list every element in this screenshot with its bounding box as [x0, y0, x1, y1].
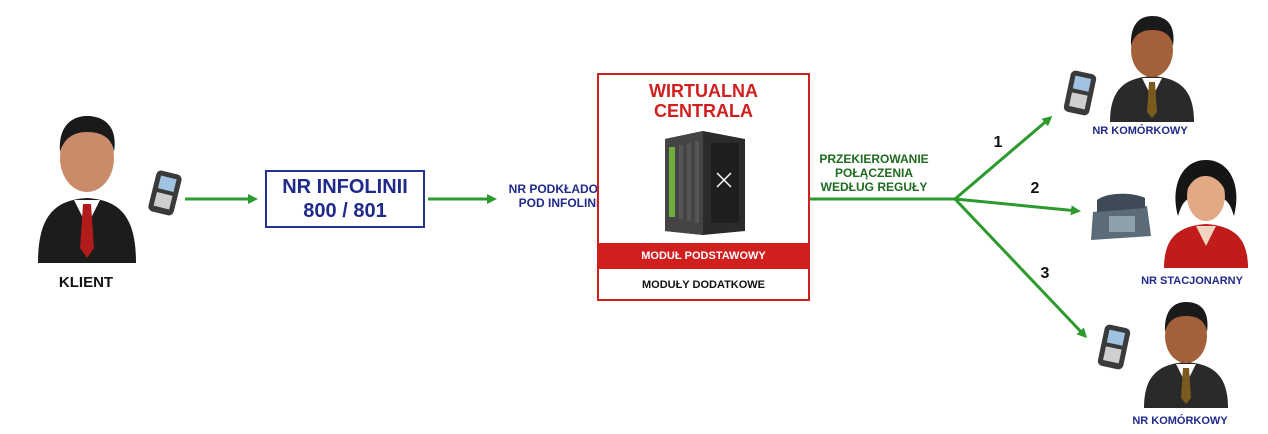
central-title-line-2: CENTRALA — [654, 101, 753, 121]
target-3-label: NR KOMÓRKOWY — [1132, 415, 1228, 427]
redirect-line-3: WEDŁUG REGUŁY — [820, 180, 928, 194]
target-3-person-icon — [1144, 302, 1228, 408]
client-person-icon — [38, 116, 136, 263]
central-title: WIRTUALNA CENTRALA — [599, 81, 808, 121]
substitute-line-2: POD INFOLINIĘ — [518, 196, 608, 210]
redirect-line-2: POŁĄCZENIA — [835, 166, 913, 180]
target-1-mobile-phone-icon — [1063, 70, 1097, 116]
infoline-title: NR INFOLINII — [282, 176, 408, 198]
central-title-line-1: WIRTUALNA — [649, 81, 758, 101]
infoline-number-box: NR INFOLINII 800 / 801 — [265, 170, 425, 228]
virtual-central-box: WIRTUALNA CENTRALA MODUŁ PODSTAWOWY MODU… — [597, 73, 810, 301]
redirect-rule-label: PRZEKIEROWANIE POŁĄCZENIA WEDŁUG REGUŁY — [806, 152, 942, 194]
module-basic-bar: MODUŁ PODSTAWOWY — [599, 243, 808, 269]
target-2-desk-phone-icon — [1091, 193, 1151, 240]
infoline-number: 800 / 801 — [303, 200, 387, 222]
arrow-branch-2 — [954, 197, 1081, 216]
client-label: KLIENT — [58, 274, 114, 291]
target-2-person-icon — [1164, 160, 1248, 268]
client-mobile-phone-icon — [148, 170, 182, 216]
redirect-line-1: PRZEKIEROWANIE — [819, 152, 929, 166]
target-2-label: NR STACJONARNY — [1141, 275, 1243, 287]
branch-number-1: 1 — [993, 134, 1003, 151]
target-1-person-icon — [1110, 16, 1194, 122]
module-extra-bar: MODUŁY DODATKOWE — [641, 279, 766, 291]
substitute-line-1: NR PODKŁADOWY — [508, 182, 618, 196]
server-rack-icon — [665, 131, 745, 235]
arrow-branch-3 — [953, 197, 1088, 339]
branch-number-3: 3 — [1040, 265, 1050, 282]
branch-number-2: 2 — [1030, 180, 1040, 197]
target-3-mobile-phone-icon — [1097, 324, 1131, 370]
substitute-number-label: NR PODKŁADOWY POD INFOLINIĘ — [497, 182, 629, 210]
target-1-label: NR KOMÓRKOWY — [1092, 125, 1188, 137]
arrow-branch-1 — [954, 116, 1053, 201]
